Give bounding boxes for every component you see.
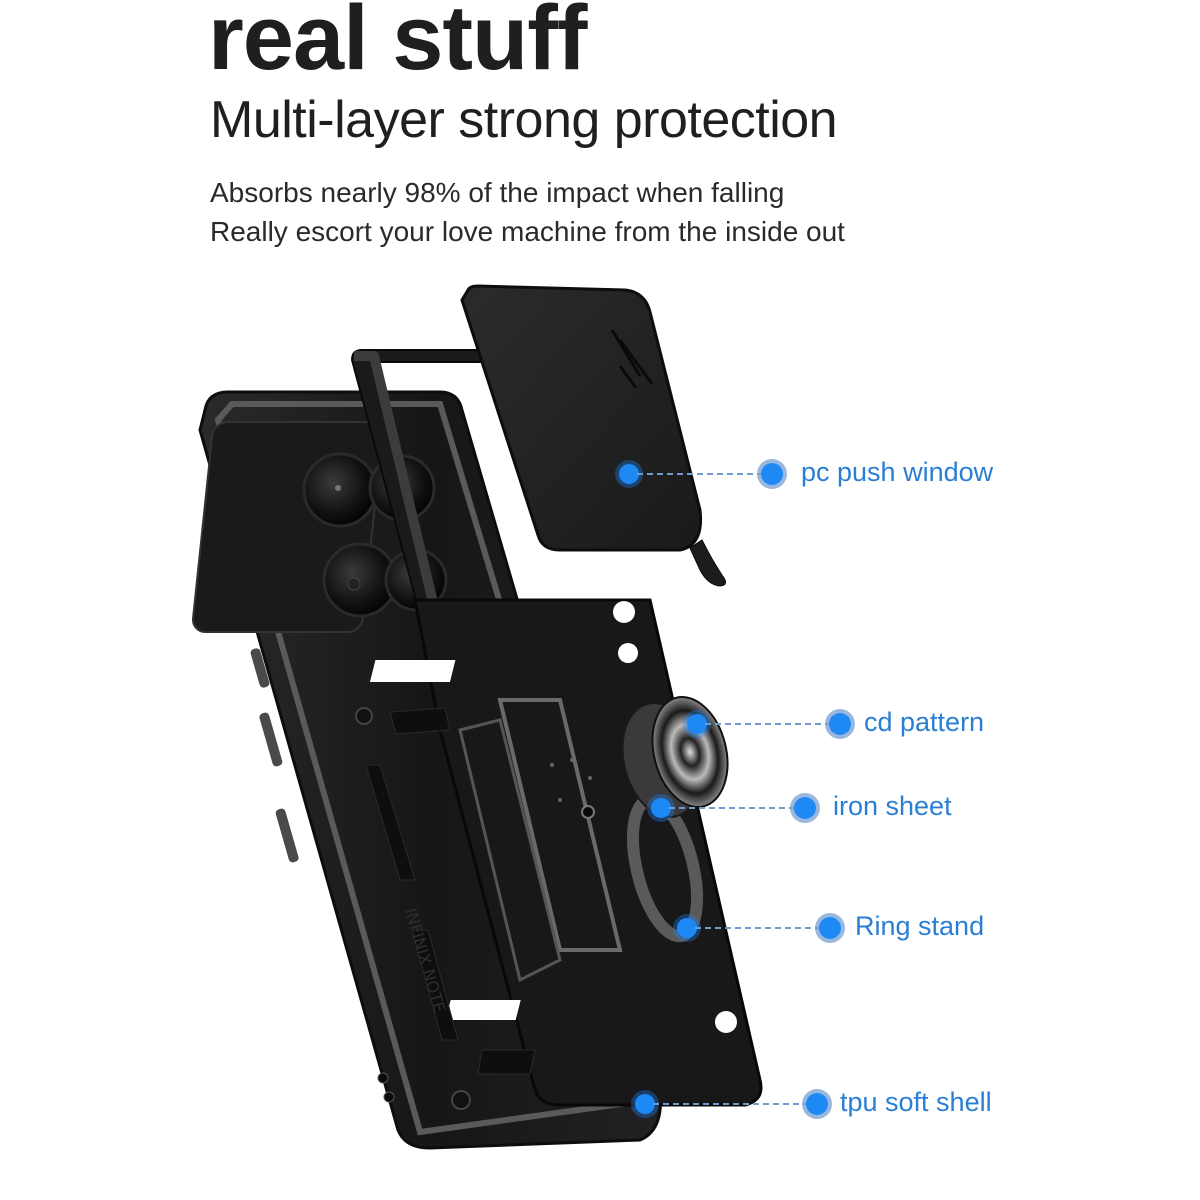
callout-leader-line [653, 1103, 809, 1105]
callout-source-dot [677, 918, 697, 938]
callout-source-dot [687, 714, 707, 734]
callout-label: Ring stand [855, 911, 985, 941]
callout-label: tpu soft shell [840, 1087, 992, 1117]
headline: real stuff [208, 0, 588, 89]
description-line-1: Absorbs nearly 98% of the impact when fa… [210, 177, 785, 208]
callout-target-dot [806, 1093, 828, 1115]
callout-leader-line [705, 723, 831, 725]
pc-push-window [460, 284, 726, 587]
callout-pc-push-window: pc push window [619, 457, 1019, 489]
callout-cd-pattern: cd pattern [687, 707, 1027, 739]
subheadline: Multi-layer strong protection [210, 91, 838, 149]
grip-pads [365, 707, 536, 1075]
callout-source-dot [651, 798, 671, 818]
callout-tpu-soft-shell: tpu soft shell [635, 1087, 995, 1119]
description-line-2: Really escort your love machine from the… [210, 216, 845, 247]
callout-iron-sheet: iron sheet [651, 791, 991, 823]
callout-target-dot [794, 797, 816, 819]
callout-source-dot [635, 1094, 655, 1114]
callout-target-dot [829, 713, 851, 735]
callout-leader-line [695, 927, 821, 929]
callout-ring-stand: Ring stand [677, 911, 1017, 943]
callout-label: iron sheet [833, 791, 952, 821]
callout-target-dot [761, 463, 783, 485]
callout-source-dot [619, 464, 639, 484]
callout-label: pc push window [801, 457, 994, 487]
callout-leader-line [669, 807, 795, 809]
callout-target-dot [819, 917, 841, 939]
callout-label: cd pattern [864, 707, 985, 737]
callout-leader-line [637, 473, 763, 475]
